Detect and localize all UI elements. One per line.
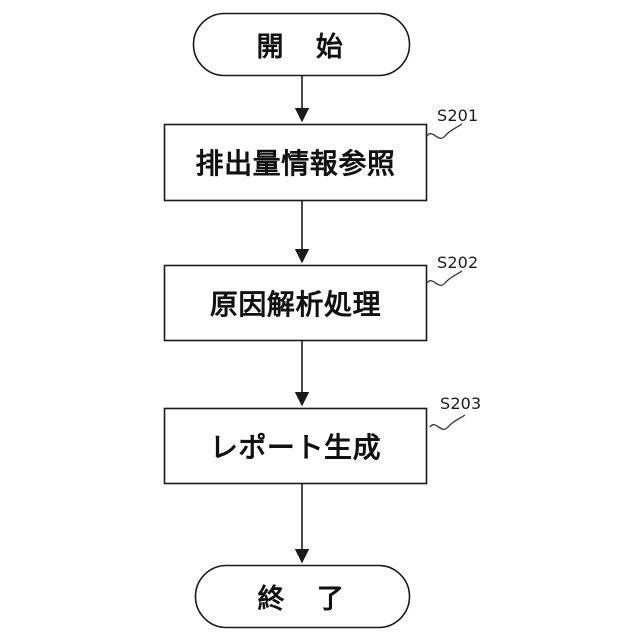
node-start-shape	[192, 12, 411, 77]
leader-line-s201	[426, 123, 463, 139]
node-step1-shape	[163, 123, 428, 202]
node-step3-shape	[163, 407, 428, 485]
step-label-s202: S202	[437, 253, 479, 272]
step-label-s201: S201	[437, 106, 479, 125]
leader-line-s202	[426, 270, 463, 286]
node-end-shape	[194, 564, 411, 629]
leader-line-s203	[429, 414, 466, 430]
node-step2-shape	[163, 264, 428, 342]
step-label-s203: S203	[440, 394, 482, 413]
